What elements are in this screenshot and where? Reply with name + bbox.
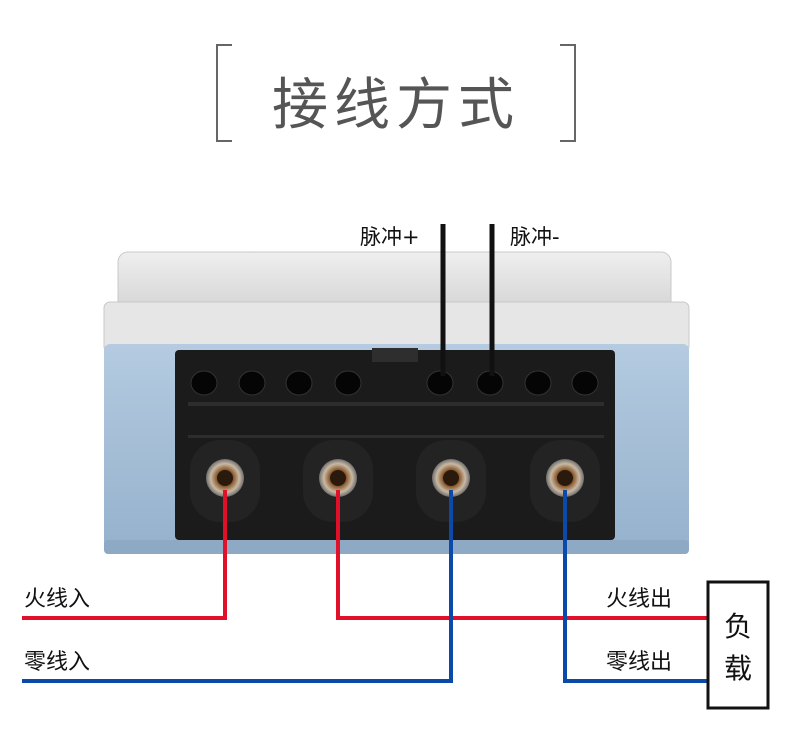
load-label-line2: 载 [724,652,752,685]
aux-hole [524,370,552,396]
title-frame: 接线方式 [216,44,576,142]
live-in-wire [22,490,227,620]
live-in-label: 火线入 [24,587,90,612]
aux-hole [190,370,218,396]
title-bracket-right [560,44,576,142]
terminal-block [175,348,615,540]
diagram-title: 接线方式 [272,73,520,138]
load-label-line1: 负 [724,610,752,643]
neutral-in-wire [22,490,453,683]
pulse-wires [440,224,495,376]
terminal-notch [372,348,418,362]
housing-base [104,540,689,554]
load-box [706,580,770,710]
pulse-plus-label: 脉冲+ [360,225,420,249]
neutral-in-label: 零线入 [24,650,90,675]
live-out-label: 火线出 [606,587,672,612]
auxiliary-terminal-holes [190,370,599,396]
pulse-plus-hole [426,370,454,396]
main-terminals [190,440,600,522]
title-bracket-left [216,44,232,142]
aux-hole [334,370,362,396]
terminal-ridge [188,402,604,406]
pulse-minus-label: 脉冲- [510,225,560,249]
terminal-block-body [175,350,615,540]
aux-hole [571,370,599,396]
power-wires [22,490,708,683]
live-out-wire [336,490,708,620]
neutral-out-wire [563,490,708,683]
aux-hole [285,370,313,396]
neutral-out-label: 零线出 [606,650,672,675]
aux-hole [238,370,266,396]
